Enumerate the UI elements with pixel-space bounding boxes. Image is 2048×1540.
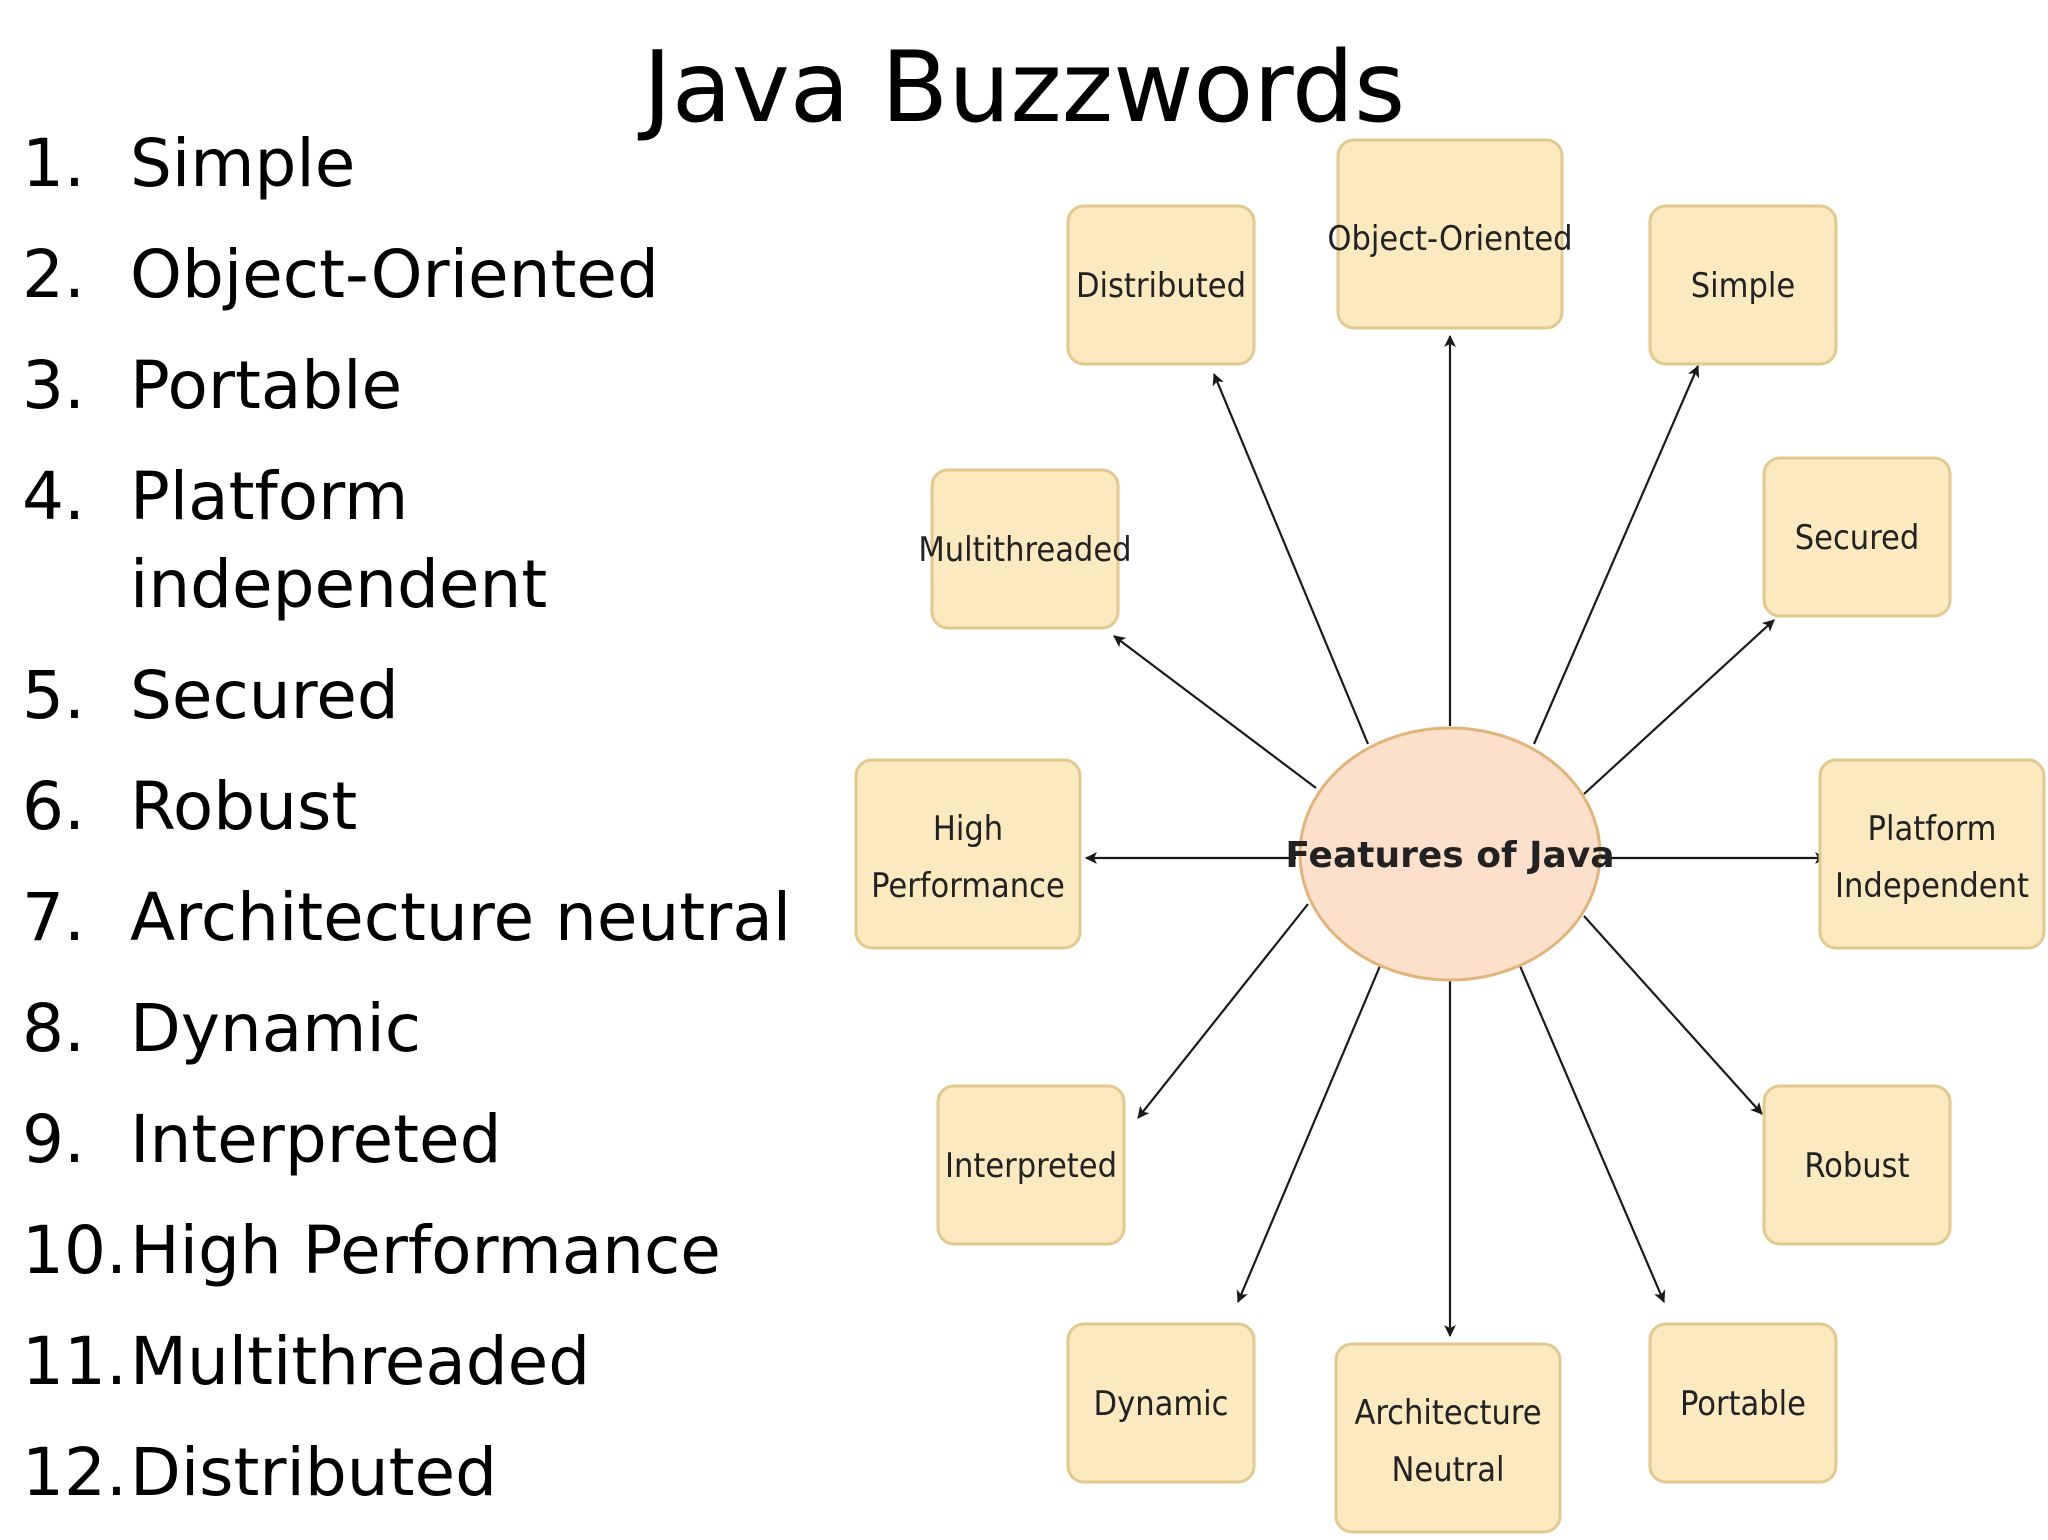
- node-label: Simple: [1691, 266, 1795, 306]
- list-number: 7.: [22, 879, 85, 956]
- list-item: 12.Distributed: [22, 1429, 802, 1517]
- center-label: Features of Java: [1285, 835, 1614, 876]
- list-number: 3.: [22, 347, 85, 424]
- buzzword-list: 1. Simple 2. Object-Oriented 3. Portable 4.…: [22, 120, 802, 1540]
- node-secured: Secured: [1762, 456, 1952, 618]
- list-number: 11.: [22, 1323, 127, 1400]
- list-number: 6.: [22, 768, 85, 845]
- node-high-performance: High Performance: [854, 758, 1082, 950]
- node-label: Object-Oriented: [1327, 219, 1572, 259]
- edge-multithreaded: [1113, 635, 1317, 789]
- list-item: 10.High Performance: [22, 1207, 802, 1295]
- node-label: Interpreted: [945, 1146, 1117, 1186]
- list-text: Secured: [130, 657, 399, 734]
- edge-distributed: [1212, 373, 1370, 745]
- list-text: High Performance: [130, 1212, 721, 1289]
- node-dynamic: Dynamic: [1066, 1322, 1256, 1484]
- list-number: 1.: [22, 125, 85, 202]
- node-simple: Simple: [1648, 204, 1838, 366]
- node-distributed: Distributed: [1066, 204, 1256, 366]
- list-item: 4. Platform independent: [22, 453, 802, 629]
- edge-portable: [1518, 965, 1666, 1303]
- edge-simple: [1532, 365, 1700, 745]
- node-robust: Robust: [1762, 1084, 1952, 1246]
- list-text: Dynamic: [130, 990, 422, 1067]
- list-item: 7. Architecture neutral: [22, 874, 802, 962]
- node-label: Robust: [1804, 1146, 1909, 1186]
- node-multithreaded: Multithreaded: [918, 468, 1132, 630]
- list-text: Platform independent: [130, 458, 548, 623]
- list-number: 10.: [22, 1212, 127, 1289]
- edge-dynamic: [1236, 965, 1382, 1303]
- node-label: Multithreaded: [918, 530, 1131, 570]
- list-item: 11.Multithreaded: [22, 1318, 802, 1406]
- list-number: 2.: [22, 236, 85, 313]
- list-number: 4.: [22, 458, 85, 535]
- node-object-oriented: Object-Oriented: [1327, 138, 1573, 330]
- node-architecture-neutral: Architecture Neutral: [1334, 1342, 1562, 1534]
- list-text: Architecture neutral: [130, 879, 792, 956]
- list-text: Simple: [130, 125, 356, 202]
- list-text: Multithreaded: [130, 1323, 591, 1400]
- list-item: 9. Interpreted: [22, 1096, 802, 1184]
- list-number: 8.: [22, 990, 85, 1067]
- node-portable: Portable: [1648, 1322, 1838, 1484]
- list-item: 6. Robust: [22, 763, 802, 851]
- edge-robust: [1583, 915, 1763, 1115]
- list-text: Portable: [130, 347, 403, 424]
- list-item: 8. Dynamic: [22, 985, 802, 1073]
- node-label: Independent: [1835, 866, 2029, 906]
- node-label: Neutral: [1392, 1450, 1505, 1490]
- edge-secured: [1583, 619, 1775, 795]
- node-interpreted: Interpreted: [936, 1084, 1126, 1246]
- node-label: Performance: [871, 866, 1065, 906]
- center-node: [1298, 726, 1602, 982]
- node-label: Secured: [1795, 518, 1920, 558]
- list-text: Object-Oriented: [130, 236, 659, 313]
- node-label: Platform: [1868, 809, 1997, 849]
- list-item: 2. Object-Oriented: [22, 231, 802, 319]
- list-item: 5. Secured: [22, 652, 802, 740]
- node-label: Distributed: [1076, 266, 1246, 306]
- list-text: Interpreted: [130, 1101, 502, 1178]
- list-item: 3. Portable: [22, 342, 802, 430]
- list-number: 9.: [22, 1101, 85, 1178]
- node-label: Architecture: [1354, 1393, 1541, 1433]
- list-number: 5.: [22, 657, 85, 734]
- node-platform-independent: Platform Independent: [1818, 758, 2046, 950]
- list-item: 1. Simple: [22, 120, 802, 208]
- node-label: High: [933, 809, 1003, 849]
- list-number: 12.: [22, 1434, 127, 1511]
- node-label: Dynamic: [1094, 1384, 1229, 1424]
- node-label: Portable: [1680, 1384, 1806, 1424]
- page-title: Java Buzzwords: [642, 31, 1406, 145]
- edge-interpreted: [1137, 903, 1309, 1119]
- list-text: Distributed: [130, 1434, 497, 1511]
- list-text: Robust: [130, 768, 358, 845]
